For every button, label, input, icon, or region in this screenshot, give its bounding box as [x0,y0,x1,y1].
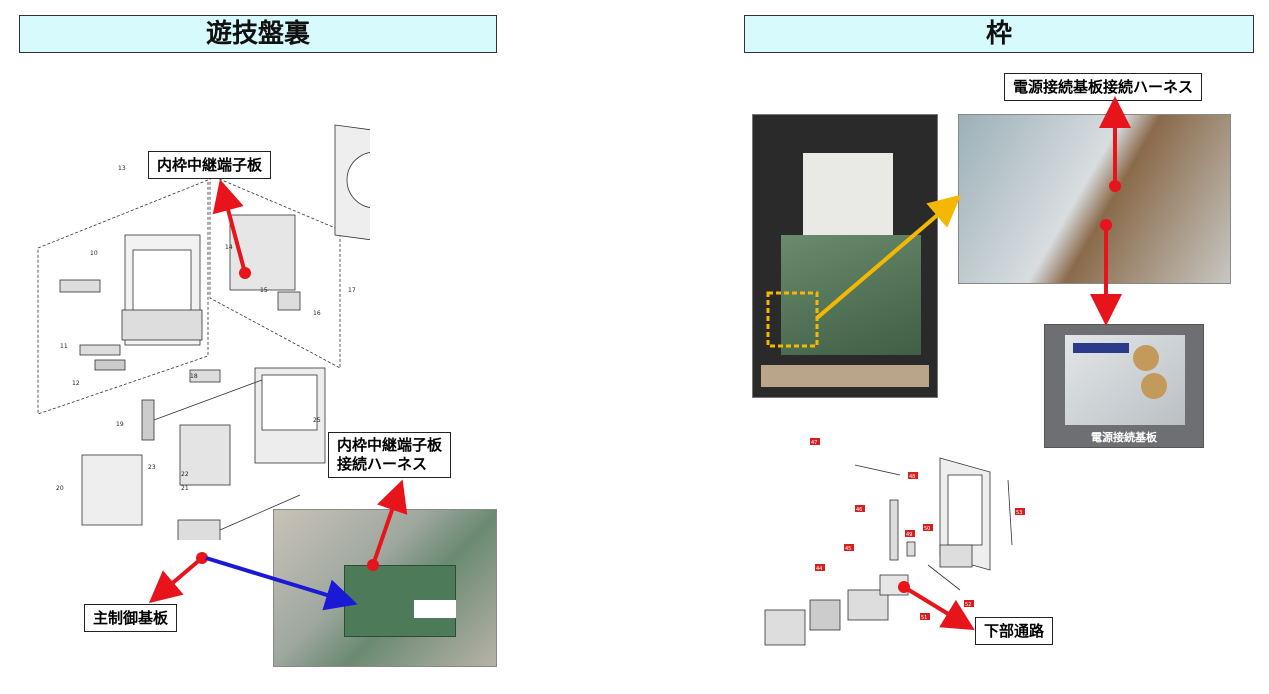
power-board-harness-label: 電源接続基板接続ハーネス [1004,73,1203,101]
svg-text:21: 21 [181,485,189,492]
svg-text:49: 49 [906,532,912,538]
svg-text:11: 11 [60,343,68,350]
svg-text:23: 23 [148,464,156,471]
right-header: 枠 [744,15,1254,53]
right-exploded-diagram: 47 48 46 49 50 45 44 51 52 53 [764,438,1025,646]
lower-passage-label: 下部通路 [975,617,1054,645]
svg-text:47: 47 [811,440,817,446]
svg-text:52: 52 [965,602,971,608]
power-board-caption: 電源接続基板 [1091,431,1157,444]
left-exploded-diagram: 13 10 11 12 14 15 16 17 18 19 20 21 22 2… [37,124,370,540]
inner-frame-relay-terminal-board-label: 内枠中継端子板 [148,151,272,179]
harness-label-line1: 内枠中継端子板 [337,436,443,454]
svg-text:44: 44 [816,566,822,572]
svg-text:14: 14 [225,244,233,251]
svg-text:16: 16 [313,310,321,317]
inner-frame-relay-harness-label: 内枠中継端子板 接続ハーネス [328,432,452,478]
harness-label-line2: 接続ハーネス [337,455,428,473]
dot-main-board [196,552,208,564]
svg-text:15: 15 [260,287,268,294]
svg-text:25: 25 [313,417,321,424]
svg-text:48: 48 [909,474,915,480]
svg-text:53: 53 [1016,510,1022,516]
left-header: 遊技盤裏 [19,15,497,53]
svg-text:51: 51 [921,615,927,621]
power-connection-board-photo: 電源接続基板 [1044,324,1204,448]
svg-text:13: 13 [118,165,126,172]
svg-text:12: 12 [72,380,80,387]
svg-text:22: 22 [181,471,189,478]
svg-text:45: 45 [845,546,851,552]
svg-text:18: 18 [190,373,198,380]
arrow-main-board [148,556,204,604]
svg-text:50: 50 [924,526,930,532]
harness-closeup-photo [958,114,1231,284]
main-control-board-label: 主制御基板 [84,604,178,632]
svg-text:17: 17 [348,287,356,294]
svg-text:19: 19 [116,421,124,428]
svg-text:46: 46 [856,507,862,513]
main-board-photo [273,509,497,667]
svg-text:20: 20 [56,485,64,492]
frame-back-photo [752,114,938,398]
svg-text:10: 10 [90,250,98,257]
